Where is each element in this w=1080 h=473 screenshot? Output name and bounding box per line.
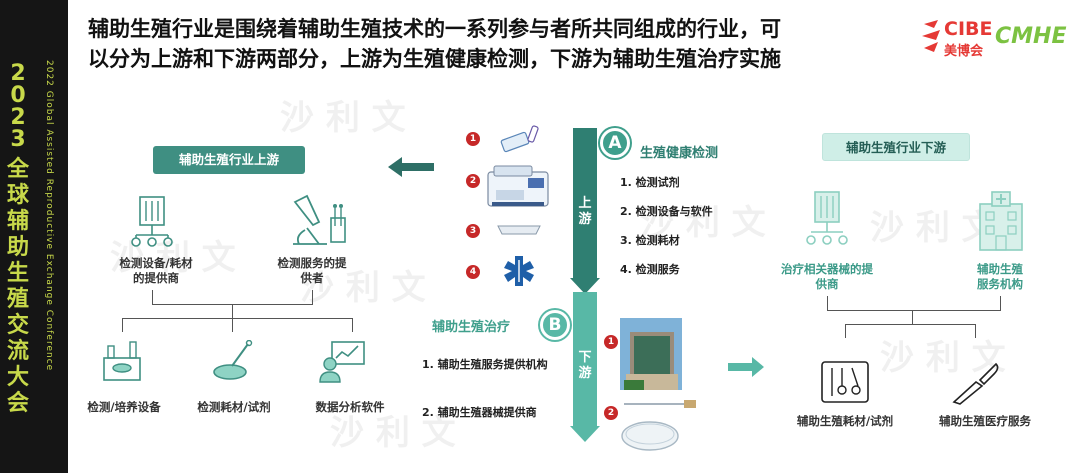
section-b-item: 1. 辅助生殖服务提供机构 <box>422 358 548 371</box>
cmhe-logo: CMHE <box>995 24 1067 49</box>
connector-line <box>232 318 233 332</box>
connector-line <box>845 324 846 338</box>
lab-equipment-icon <box>103 341 141 381</box>
sidebar-english-title: 2022 Global Assisted Reproductive Exchan… <box>44 60 54 372</box>
arrow-left-icon <box>388 157 434 177</box>
upstream-bottom-label: 数据分析软件 <box>315 400 385 414</box>
page-heading: 辅助生殖行业是围绕着辅助生殖技术的一系列参与者所共同组成的行业，可 以分为上游和… <box>88 14 878 74</box>
downstream-left-label: 治疗相关器械的提 供商 <box>781 262 873 291</box>
section-a-item: 1. 检测试剂 <box>620 176 680 189</box>
consumable-tube-icon <box>497 225 541 235</box>
needle-dish-icon <box>621 400 696 451</box>
section-b-item: 2. 辅助生殖器械提供商 <box>422 406 537 419</box>
building-network-icon <box>806 191 848 245</box>
connector-line <box>1000 296 1001 310</box>
connector-line <box>122 318 352 319</box>
connector-line <box>827 296 828 310</box>
cibe-logo-mark <box>922 20 940 52</box>
section-a-badge: A <box>600 128 630 158</box>
connector-line <box>152 290 153 304</box>
number-badge: 3 <box>466 224 480 238</box>
medical-service-icon <box>504 256 534 286</box>
connector-line <box>122 318 123 332</box>
hospital-photo <box>620 318 682 390</box>
analyzer-device-icon <box>487 165 549 207</box>
surgical-tools-icon <box>821 361 869 403</box>
section-a-item: 4. 检测服务 <box>620 263 680 276</box>
cibe-logo: CIBE 美博会 <box>920 18 992 60</box>
number-badge: 4 <box>466 265 480 279</box>
upstream-bottom-label: 检测/培养设备 <box>87 400 161 414</box>
number-badge: 1 <box>604 335 618 349</box>
upstream-right-label: 检测服务的提 供者 <box>277 256 347 285</box>
test-kit-icon <box>500 125 539 153</box>
petri-dish-pipette-icon <box>213 340 253 380</box>
data-analysis-icon <box>319 341 365 383</box>
upstream-bottom-label: 检测耗材/试剂 <box>197 400 271 414</box>
section-a-item: 2. 检测设备与软件 <box>620 205 713 218</box>
section-b-title: 辅助生殖治疗 <box>432 320 511 335</box>
downstream-vertical-label: 下 游 <box>578 350 592 381</box>
flow-arrow-band <box>570 128 600 442</box>
building-network-icon <box>131 196 173 247</box>
upstream-vertical-label: 上 游 <box>578 196 592 227</box>
downstream-bottom-label: 辅助生殖耗材/试剂 <box>796 414 894 428</box>
sidebar-title: 2 0 2 3 全 球 辅 助 生 殖 交 流 大 会 <box>6 61 29 416</box>
connector-line <box>845 324 975 325</box>
connector-line <box>975 324 976 338</box>
connector-line <box>912 310 913 324</box>
watermark: 沙 利 文 <box>280 98 406 138</box>
number-badge: 2 <box>604 406 618 420</box>
downstream-right-label: 辅助生殖 服务机构 <box>977 262 1023 291</box>
heading-line-1: 辅助生殖行业是围绕着辅助生殖技术的一系列参与者所共同组成的行业，可 <box>88 17 781 41</box>
connector-line <box>827 310 1001 311</box>
scalpel-icon <box>952 362 999 405</box>
connector-line <box>312 290 313 304</box>
hospital-icon <box>979 191 1023 251</box>
section-b-badge: B <box>540 310 570 340</box>
connector-line <box>232 304 233 318</box>
connector-line <box>352 318 353 332</box>
microscope-icon <box>293 194 346 245</box>
upstream-title: 辅助生殖行业上游 <box>153 146 305 174</box>
downstream-bottom-label: 辅助生殖医疗服务 <box>939 414 1031 428</box>
number-badge: 1 <box>466 132 480 146</box>
section-a-title: 生殖健康检测 <box>640 146 719 161</box>
number-badge: 2 <box>466 174 480 188</box>
upstream-left-label: 检测设备/耗材 的提供商 <box>119 256 193 285</box>
downstream-title: 辅助生殖行业下游 <box>822 133 970 161</box>
heading-line-2: 以分为上游和下游两部分，上游为生殖健康检测，下游为辅助生殖治疗实施 <box>88 47 781 71</box>
arrow-right-icon <box>728 357 764 377</box>
sidebar-strip: 2 0 2 3 全 球 辅 助 生 殖 交 流 大 会 2022 Global … <box>0 0 68 473</box>
section-a-item: 3. 检测耗材 <box>620 234 680 247</box>
